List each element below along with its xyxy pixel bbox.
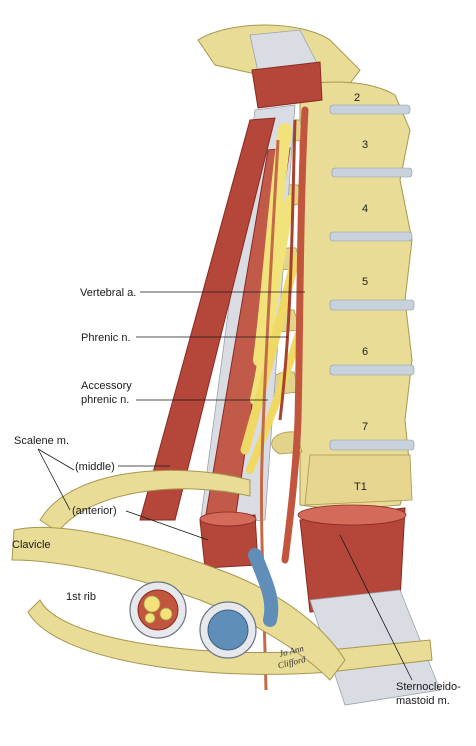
leader-anterior [125,510,209,541]
label-phrenic-nerve: Phrenic n. [81,332,131,344]
label-clavicle: Clavicle [12,539,51,551]
vertebra-number-6: 6 [362,346,368,358]
label-first-rib: 1st rib [66,591,96,603]
label-scalene-middle: (middle) [75,461,115,473]
label-accessory-line-1: Accessory [81,380,132,392]
label-scm-line-2: mastoid m. [396,695,450,707]
vertebra-number-7: 7 [362,421,368,433]
sternocleidomastoid-muscle [297,504,441,706]
clavicle-bone [11,526,346,681]
vertebra-number-2: 2 [354,92,360,104]
vertebra-numbers: 2 3 4 5 6 7 T1 [354,92,368,493]
label-vertebral-artery: Vertebral a. [80,287,136,299]
leader-scalene-anterior [37,448,71,511]
labels: Vertebral a. Phrenic n. Accessory phreni… [12,287,461,707]
leader-scalene-middle [37,448,75,471]
label-scalene-anterior: (anterior) [72,505,117,517]
label-scm-line-1: Sternocleido- [396,681,461,693]
vertebra-number-3: 3 [362,139,368,151]
label-accessory-line-2: phrenic n. [81,394,129,406]
label-scalene-muscle: Scalene m. [14,435,69,447]
vertebra-number-t1: T1 [354,481,367,493]
leader-scm [339,534,413,681]
vertebra-number-5: 5 [362,276,368,288]
upper-muscle-attachment [249,29,323,109]
subclavian-vessels [129,548,279,659]
vertebra-number-4: 4 [362,203,368,215]
vertebral-artery [278,106,309,564]
